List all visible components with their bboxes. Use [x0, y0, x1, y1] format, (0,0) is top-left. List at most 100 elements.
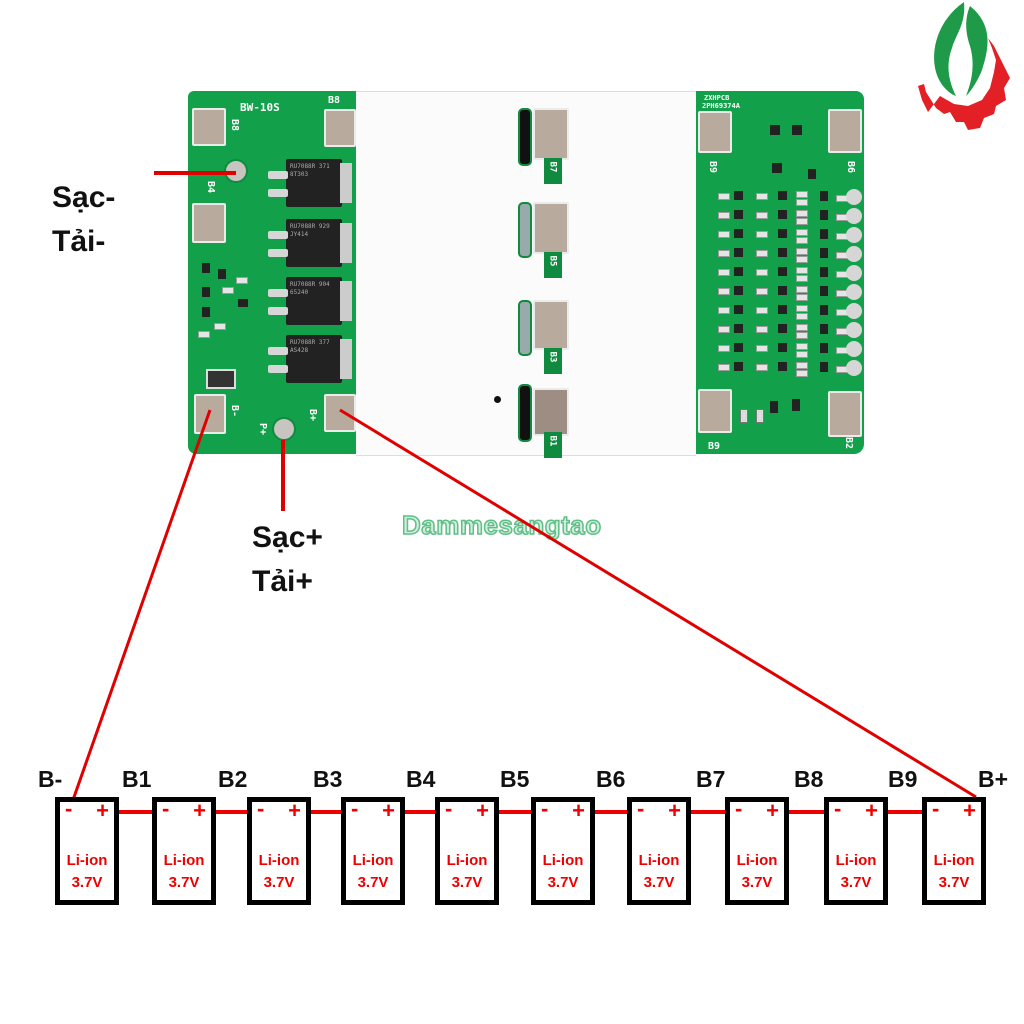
balancing-ic — [820, 191, 828, 201]
plus-terminal-icon: + — [766, 798, 779, 823]
balance-tap-pad[interactable] — [846, 360, 862, 376]
callout-positive-line1: Sạc+ — [252, 521, 323, 554]
balance-tap-pad[interactable] — [846, 208, 862, 224]
pad-sac-tai-negative[interactable] — [224, 159, 248, 183]
plus-terminal-icon: + — [96, 798, 109, 823]
balancing-resistor — [756, 250, 768, 257]
balancing-resistor — [796, 275, 808, 282]
pad-b3[interactable] — [533, 300, 569, 350]
mosfet-2: RU7088R 929 JY414 — [286, 219, 352, 267]
balance-tap-pad[interactable] — [846, 227, 862, 243]
cell-chemistry-label: Li-ion — [163, 852, 205, 869]
balancing-resistor — [796, 370, 808, 377]
balancing-resistor — [718, 345, 730, 352]
node-label: B- — [38, 766, 63, 792]
series-link-wire — [499, 810, 531, 814]
pad-label-b8-top: B8 — [328, 95, 341, 106]
pad-b8-left[interactable] — [192, 108, 226, 146]
cell-voltage-label: 3.7V — [547, 874, 579, 891]
node-label: B1 — [122, 766, 152, 792]
series-link-wire — [216, 810, 247, 814]
flame-left — [934, 2, 965, 96]
balance-tap-pad[interactable] — [846, 322, 862, 338]
pad-b-plus[interactable] — [324, 394, 356, 432]
callout-negative: Sạc- Tải- — [52, 180, 115, 260]
balancing-ic — [734, 324, 743, 333]
board-model-label: BW-10S — [240, 101, 280, 114]
plus-terminal-icon: + — [865, 798, 878, 823]
balancing-ic — [820, 267, 828, 277]
balancing-ic — [778, 324, 787, 333]
balancing-ic — [778, 305, 787, 314]
minus-terminal-icon: - — [351, 796, 359, 821]
balancing-resistor — [796, 362, 808, 369]
minus-terminal-icon: - — [162, 796, 170, 821]
balancing-resistor — [796, 229, 808, 236]
balancing-resistor — [796, 237, 808, 244]
cell-chemistry-label: Li-ion — [352, 852, 394, 869]
mosfet-1: RU7088R 371 8T303 — [286, 159, 352, 207]
maker-mark: ZXHPCB — [704, 94, 730, 102]
balancing-ic — [778, 191, 787, 200]
balancing-ic — [778, 229, 787, 238]
pad-label-b6: B6 — [845, 161, 856, 174]
callout-negative-line2: Tải- — [52, 225, 106, 258]
balancing-ic — [820, 343, 828, 353]
pad-b5[interactable] — [533, 202, 569, 254]
series-link-wire — [119, 810, 152, 814]
pad-sac-tai-positive[interactable] — [272, 417, 296, 441]
balance-tap-pad[interactable] — [846, 284, 862, 300]
cell-voltage-label: 3.7V — [168, 874, 200, 891]
balancing-ic — [820, 210, 828, 220]
balance-tap-pad[interactable] — [846, 303, 862, 319]
pad-b2[interactable] — [828, 391, 862, 437]
cell-chemistry-label: Li-ion — [638, 852, 680, 869]
pad-b7[interactable] — [533, 108, 569, 160]
pad-b1[interactable] — [533, 388, 569, 436]
pad-label-p-plus: P+ — [257, 423, 268, 436]
wire-b-minus — [71, 409, 212, 801]
balancing-resistor — [756, 193, 768, 200]
balance-tap-pad[interactable] — [846, 265, 862, 281]
flame-right — [966, 6, 988, 96]
series-link-wire — [595, 810, 627, 814]
balancing-ic — [820, 248, 828, 258]
pad-label-b9-bottom: B9 — [708, 441, 721, 452]
balancing-resistor — [796, 286, 808, 293]
balance-tap-pad[interactable] — [846, 341, 862, 357]
balancing-ic — [820, 362, 828, 372]
balancing-resistor — [756, 345, 768, 352]
pad-b6[interactable] — [828, 109, 862, 153]
plus-terminal-icon: + — [288, 798, 301, 823]
cell-voltage-label: 3.7V — [263, 874, 295, 891]
pad-label-b3: B3 — [547, 351, 558, 363]
minus-terminal-icon: - — [257, 796, 265, 821]
callout-positive-line2: Tải+ — [252, 565, 313, 598]
pad-b-minus[interactable] — [194, 394, 226, 434]
pad-b8-right[interactable] — [324, 109, 356, 147]
mosfet-3: RU7088R 904 65240 — [286, 277, 352, 325]
minus-terminal-icon: - — [932, 796, 940, 821]
balancing-ic — [734, 267, 743, 276]
balancing-resistor — [796, 324, 808, 331]
balancing-ic — [820, 286, 828, 296]
balancing-resistor — [718, 193, 730, 200]
balance-tap-pad[interactable] — [846, 246, 862, 262]
pad-b9-bottom[interactable] — [698, 389, 732, 433]
plus-terminal-icon: + — [668, 798, 681, 823]
pad-b4[interactable] — [192, 203, 226, 243]
pcb-middle-section: B7 B5 B3 B1 — [356, 91, 696, 458]
balancing-resistor — [718, 364, 730, 371]
balancing-resistor — [796, 199, 808, 206]
balance-tap-pad[interactable] — [846, 189, 862, 205]
series-link-wire — [405, 810, 435, 814]
pad-b9-top[interactable] — [698, 111, 732, 153]
series-link-wire — [789, 810, 824, 814]
node-label: B9 — [888, 766, 918, 792]
